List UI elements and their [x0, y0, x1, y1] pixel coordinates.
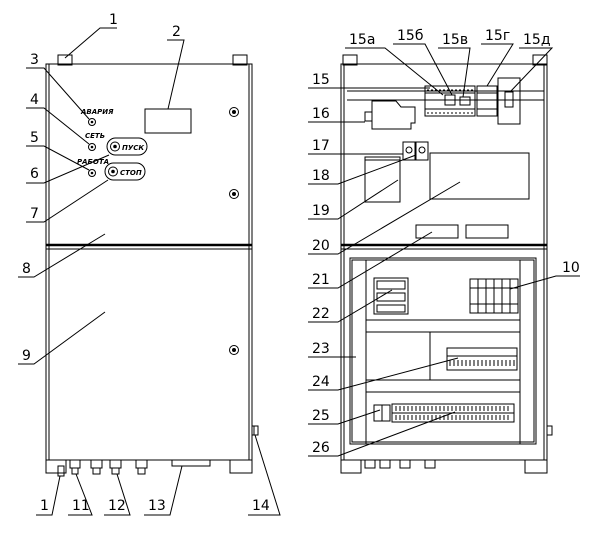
- plc-module-b: [459, 96, 471, 106]
- callout-14: 14: [252, 498, 270, 514]
- callout-4: 4: [30, 92, 39, 108]
- breaker-a: [402, 141, 416, 161]
- lock-icon: [229, 189, 239, 199]
- lifting-eye-left: [342, 54, 358, 66]
- start-button: [106, 137, 148, 156]
- callout-26: 26: [312, 440, 330, 456]
- plinth-right: [229, 459, 253, 474]
- front-view: АВАРИЯ СЕТЬ РАБОТА ПУСК СТОП: [45, 54, 259, 477]
- bottom-plate: [171, 459, 211, 467]
- cabinet-body: [45, 63, 253, 461]
- callout-7: 7: [30, 206, 39, 222]
- ground-terminal: [57, 465, 65, 477]
- callout-5: 5: [30, 130, 39, 146]
- cable-glands: [69, 460, 148, 475]
- lock-icon: [229, 345, 239, 355]
- lamp-alarm: [88, 118, 96, 126]
- door-panel-left: [415, 224, 459, 239]
- stop-button: [104, 162, 146, 181]
- callout-17: 17: [312, 138, 330, 154]
- callout-15: 15: [312, 72, 330, 88]
- lamp-label-network: СЕТЬ: [85, 132, 105, 140]
- mounting-frame: [349, 257, 537, 445]
- lamp-work: [88, 169, 96, 177]
- terminal-strip-upper: [446, 347, 518, 371]
- callout-15v: 15в: [442, 32, 468, 48]
- display-window: [144, 108, 192, 134]
- callout-12: 12: [108, 498, 126, 514]
- lock-icon: [229, 107, 239, 117]
- interior-callouts: 15a 15б 15в 15г 15д 15 16 17 18 19 20 21…: [308, 28, 580, 457]
- lifting-eye-right: [532, 54, 548, 66]
- door-panel-right: [465, 224, 509, 239]
- breaker-block: [373, 277, 409, 315]
- callout-1-bottom: 1: [40, 498, 49, 514]
- plc-module-a: [444, 94, 456, 106]
- callout-18: 18: [312, 168, 330, 184]
- callout-20: 20: [312, 238, 330, 254]
- plinth-left: [45, 459, 67, 474]
- power-supply: [364, 156, 401, 203]
- plc-module-d: [497, 77, 521, 125]
- callout-15d: 15д: [523, 32, 551, 48]
- callout-6: 6: [30, 166, 39, 182]
- callout-15a: 15a: [349, 32, 375, 48]
- callout-25: 25: [312, 408, 330, 424]
- interior-body: [340, 63, 548, 461]
- callout-11: 11: [72, 498, 90, 514]
- callout-3: 3: [30, 52, 39, 68]
- transformer: [371, 100, 416, 130]
- callout-13: 13: [148, 498, 166, 514]
- callout-10: 10: [562, 260, 580, 276]
- callout-2: 2: [172, 24, 181, 40]
- breaker-b: [415, 141, 429, 161]
- lamp-network: [88, 143, 96, 151]
- callout-19: 19: [312, 203, 330, 219]
- lamp-label-alarm: АВАРИЯ: [80, 108, 114, 116]
- callout-1-top: 1: [109, 12, 118, 28]
- plc-module-main: [424, 85, 476, 117]
- interior-view: [340, 54, 553, 474]
- callout-21: 21: [312, 272, 330, 288]
- side-bolt: [251, 425, 259, 436]
- callout-8: 8: [22, 261, 31, 277]
- display-module: [429, 152, 530, 200]
- callout-9: 9: [22, 348, 31, 364]
- contactor-row: [469, 278, 519, 314]
- callout-23: 23: [312, 341, 330, 357]
- lifting-eye-right: [232, 54, 248, 66]
- lifting-eye-left: [57, 54, 73, 66]
- callout-16: 16: [312, 106, 330, 122]
- stop-button-label: СТОП: [120, 169, 142, 177]
- callout-24: 24: [312, 374, 330, 390]
- callout-15b: 15б: [397, 28, 423, 44]
- callout-15g: 15г: [485, 28, 510, 44]
- callout-22: 22: [312, 306, 330, 322]
- start-button-label: ПУСК: [122, 144, 144, 152]
- front-callouts: 1 2 3 4 5 6 7 8 9 1 11 12 13: [18, 12, 281, 516]
